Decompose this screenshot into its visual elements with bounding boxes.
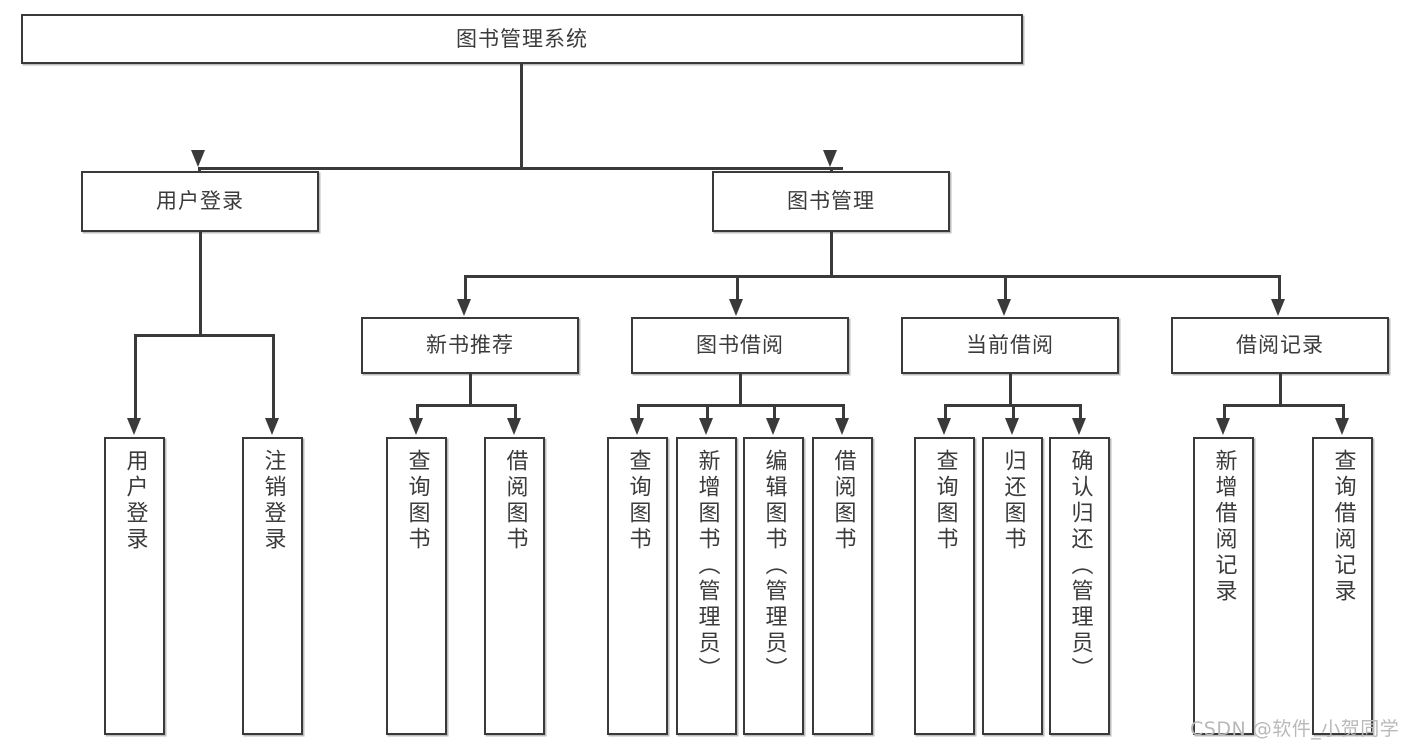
node-label: 用户登录 [122, 449, 148, 553]
arrow-to-leaf-borrow-book-2 [835, 418, 849, 435]
node-label: 借阅图书 [502, 449, 528, 553]
connector-borrow-record-drop-2 [1342, 404, 1345, 419]
arrow-to-new-book-rec [457, 299, 471, 316]
arrow-to-leaf-borrow-book-1 [507, 418, 521, 435]
connector-book-borrow-drop-2 [706, 404, 709, 419]
node-leaf-query-book-1[interactable]: 查询图书 [386, 437, 447, 735]
csdn-watermark: CSDN @软件_小贺同学 [1190, 718, 1400, 740]
node-root-system[interactable]: 图书管理系统 [21, 14, 1023, 64]
connector-root-bus [198, 167, 843, 170]
node-book-borrow[interactable]: 图书借阅 [631, 317, 849, 374]
node-leaf-user-logout[interactable]: 注销登录 [242, 437, 303, 735]
arrow-to-book-borrow [729, 299, 743, 316]
arrow-to-leaf-return-book [1005, 418, 1019, 435]
node-borrow-record[interactable]: 借阅记录 [1171, 317, 1389, 374]
node-label: 新增借阅记录 [1211, 449, 1237, 605]
connector-new-book-rec-drop-2 [514, 404, 517, 419]
connector-book-manage-drop-2 [736, 275, 739, 300]
arrow-to-leaf-query-book-2 [630, 418, 644, 435]
node-label: 新书推荐 [426, 333, 514, 358]
connector-borrow-record-bus [1223, 404, 1343, 407]
arrow-to-leaf-add-book [699, 418, 713, 435]
connector-current-borrow-drop-2 [1012, 404, 1015, 419]
node-label: 查询图书 [932, 449, 958, 553]
node-label: 编辑图书（管理员） [761, 449, 787, 683]
arrow-to-leaf-edit-book [766, 418, 780, 435]
connector-new-book-rec-bus [416, 404, 515, 407]
connector-current-borrow-stem [1009, 374, 1012, 406]
connector-new-book-rec-drop-1 [416, 404, 419, 419]
node-leaf-query-record[interactable]: 查询借阅记录 [1312, 437, 1373, 735]
connector-user-login-bus [134, 334, 274, 337]
connector-borrow-record-drop-1 [1223, 404, 1226, 419]
node-leaf-add-book[interactable]: 新增图书（管理员） [676, 437, 737, 735]
node-leaf-borrow-book-1[interactable]: 借阅图书 [484, 437, 545, 735]
connector-book-borrow-stem [739, 374, 742, 406]
node-label: 新增图书（管理员） [694, 449, 720, 683]
arrow-to-leaf-user-login [127, 418, 141, 435]
connector-book-manage-drop-3 [1004, 275, 1007, 300]
arrow-to-leaf-query-book-1 [409, 418, 423, 435]
node-label: 查询图书 [404, 449, 430, 553]
node-leaf-return-book[interactable]: 归还图书 [982, 437, 1043, 735]
node-label: 用户登录 [156, 189, 244, 214]
node-leaf-user-login[interactable]: 用户登录 [104, 437, 165, 735]
connector-user-login-stem [199, 232, 202, 337]
node-label: 注销登录 [260, 449, 286, 553]
arrow-to-leaf-confirm-return [1072, 418, 1086, 435]
node-label: 图书管理系统 [456, 26, 588, 51]
node-leaf-query-book-3[interactable]: 查询图书 [914, 437, 975, 735]
node-new-book-recommend[interactable]: 新书推荐 [361, 317, 579, 374]
arrow-to-current-borrow [997, 299, 1011, 316]
node-leaf-add-record[interactable]: 新增借阅记录 [1193, 437, 1254, 735]
connector-root-stem [520, 64, 523, 169]
connector-book-manage-stem [830, 232, 833, 277]
node-label: 查询图书 [625, 449, 651, 553]
node-leaf-confirm-return[interactable]: 确认归还（管理员） [1049, 437, 1110, 735]
arrow-to-leaf-add-record [1216, 418, 1230, 435]
connector-book-manage-bus [464, 275, 1280, 278]
node-user-login[interactable]: 用户登录 [81, 171, 319, 232]
connector-user-login-drop-2 [272, 334, 275, 419]
arrow-to-leaf-query-record [1335, 418, 1349, 435]
connector-book-manage-drop-4 [1278, 275, 1281, 300]
node-label: 借阅图书 [830, 449, 856, 553]
node-leaf-borrow-book-2[interactable]: 借阅图书 [812, 437, 873, 735]
arrow-to-leaf-user-logout [265, 418, 279, 435]
node-label: 归还图书 [1000, 449, 1026, 553]
arrow-to-leaf-query-book-3 [937, 418, 951, 435]
node-book-manage[interactable]: 图书管理 [712, 171, 950, 232]
connector-current-borrow-drop-3 [1079, 404, 1082, 419]
arrow-to-user-login [191, 150, 205, 167]
connector-book-borrow-drop-3 [773, 404, 776, 419]
connector-current-borrow-drop-1 [944, 404, 947, 419]
connector-new-book-rec-stem [469, 374, 472, 406]
node-leaf-edit-book[interactable]: 编辑图书（管理员） [743, 437, 804, 735]
connector-book-borrow-bus [637, 404, 843, 407]
node-label: 图书借阅 [696, 333, 784, 358]
node-label: 借阅记录 [1236, 333, 1324, 358]
node-label: 确认归还（管理员） [1067, 449, 1093, 683]
node-label: 查询借阅记录 [1330, 449, 1356, 605]
arrow-to-borrow-record [1271, 299, 1285, 316]
node-current-borrow[interactable]: 当前借阅 [901, 317, 1119, 374]
node-label: 当前借阅 [966, 333, 1054, 358]
node-leaf-query-book-2[interactable]: 查询图书 [607, 437, 668, 735]
arrow-to-book-manage [823, 150, 837, 167]
connector-book-borrow-drop-4 [842, 404, 845, 419]
connector-user-login-drop-1 [134, 334, 137, 419]
node-label: 图书管理 [787, 189, 875, 214]
connector-borrow-record-stem [1279, 374, 1282, 406]
connector-book-manage-drop-1 [464, 275, 467, 300]
connector-book-borrow-drop-1 [637, 404, 640, 419]
